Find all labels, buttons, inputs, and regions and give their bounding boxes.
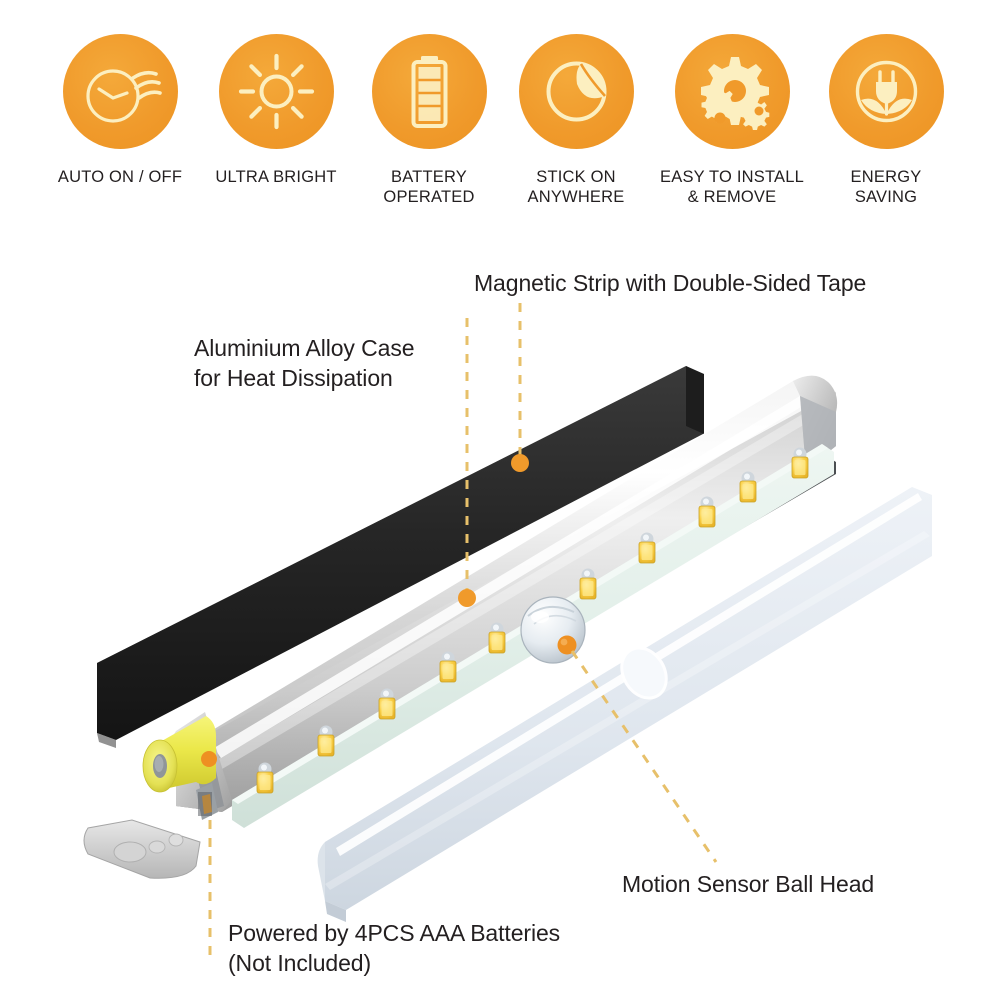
magnetic-mounting-strip [97, 366, 704, 748]
callout-motion-sensor: Motion Sensor Ball Head [622, 871, 875, 897]
frosted-diffuser-cover [317, 487, 932, 922]
feature-highlights-row: AUTO ON / OFF ULTRA BRIGHT [0, 34, 1000, 224]
callout-alloy-case: Aluminium Alloy Case for Heat Dissipatio… [194, 335, 415, 391]
motion-wave-icon [62, 34, 178, 149]
callout-battery: Powered by 4PCS AAA Batteries (Not Inclu… [228, 920, 561, 976]
feature-label: AUTO ON / OFF [57, 168, 183, 186]
feature-label: STICK ON ANYWHERE [527, 168, 625, 206]
feature-stick-on-anywhere: STICK ON ANYWHERE [496, 34, 656, 207]
battery-icon [371, 34, 487, 149]
gears-icon [674, 34, 790, 149]
feature-label: ULTRA BRIGHT [215, 168, 337, 186]
aaa-battery-compartment [83, 712, 232, 879]
sun-icon [218, 34, 334, 149]
feature-energy-saving: ENERGY SAVING [806, 34, 966, 207]
feature-label: BATTERY OPERATED [383, 168, 475, 206]
motion-sensor-ball-head [520, 596, 586, 664]
feature-label: EASY TO INSTALL & REMOVE [660, 168, 804, 206]
eco-plug-icon [828, 34, 944, 149]
feature-label: ENERGY SAVING [850, 168, 922, 206]
feature-easy-install: EASY TO INSTALL & REMOVE [652, 34, 812, 207]
feature-auto-on-off: AUTO ON / OFF [40, 34, 200, 187]
leader-alloy-case [458, 318, 476, 607]
adhesive-peel-icon [518, 34, 634, 149]
leader-magnetic-strip [511, 303, 529, 472]
callout-magnetic-strip: Magnetic Strip with Double-Sided Tape [474, 270, 867, 296]
feature-ultra-bright: ULTRA BRIGHT [196, 34, 356, 187]
led-emitters [256, 447, 809, 794]
feature-battery-operated: BATTERY OPERATED [349, 34, 509, 207]
leader-motion-sensor [570, 650, 718, 863]
